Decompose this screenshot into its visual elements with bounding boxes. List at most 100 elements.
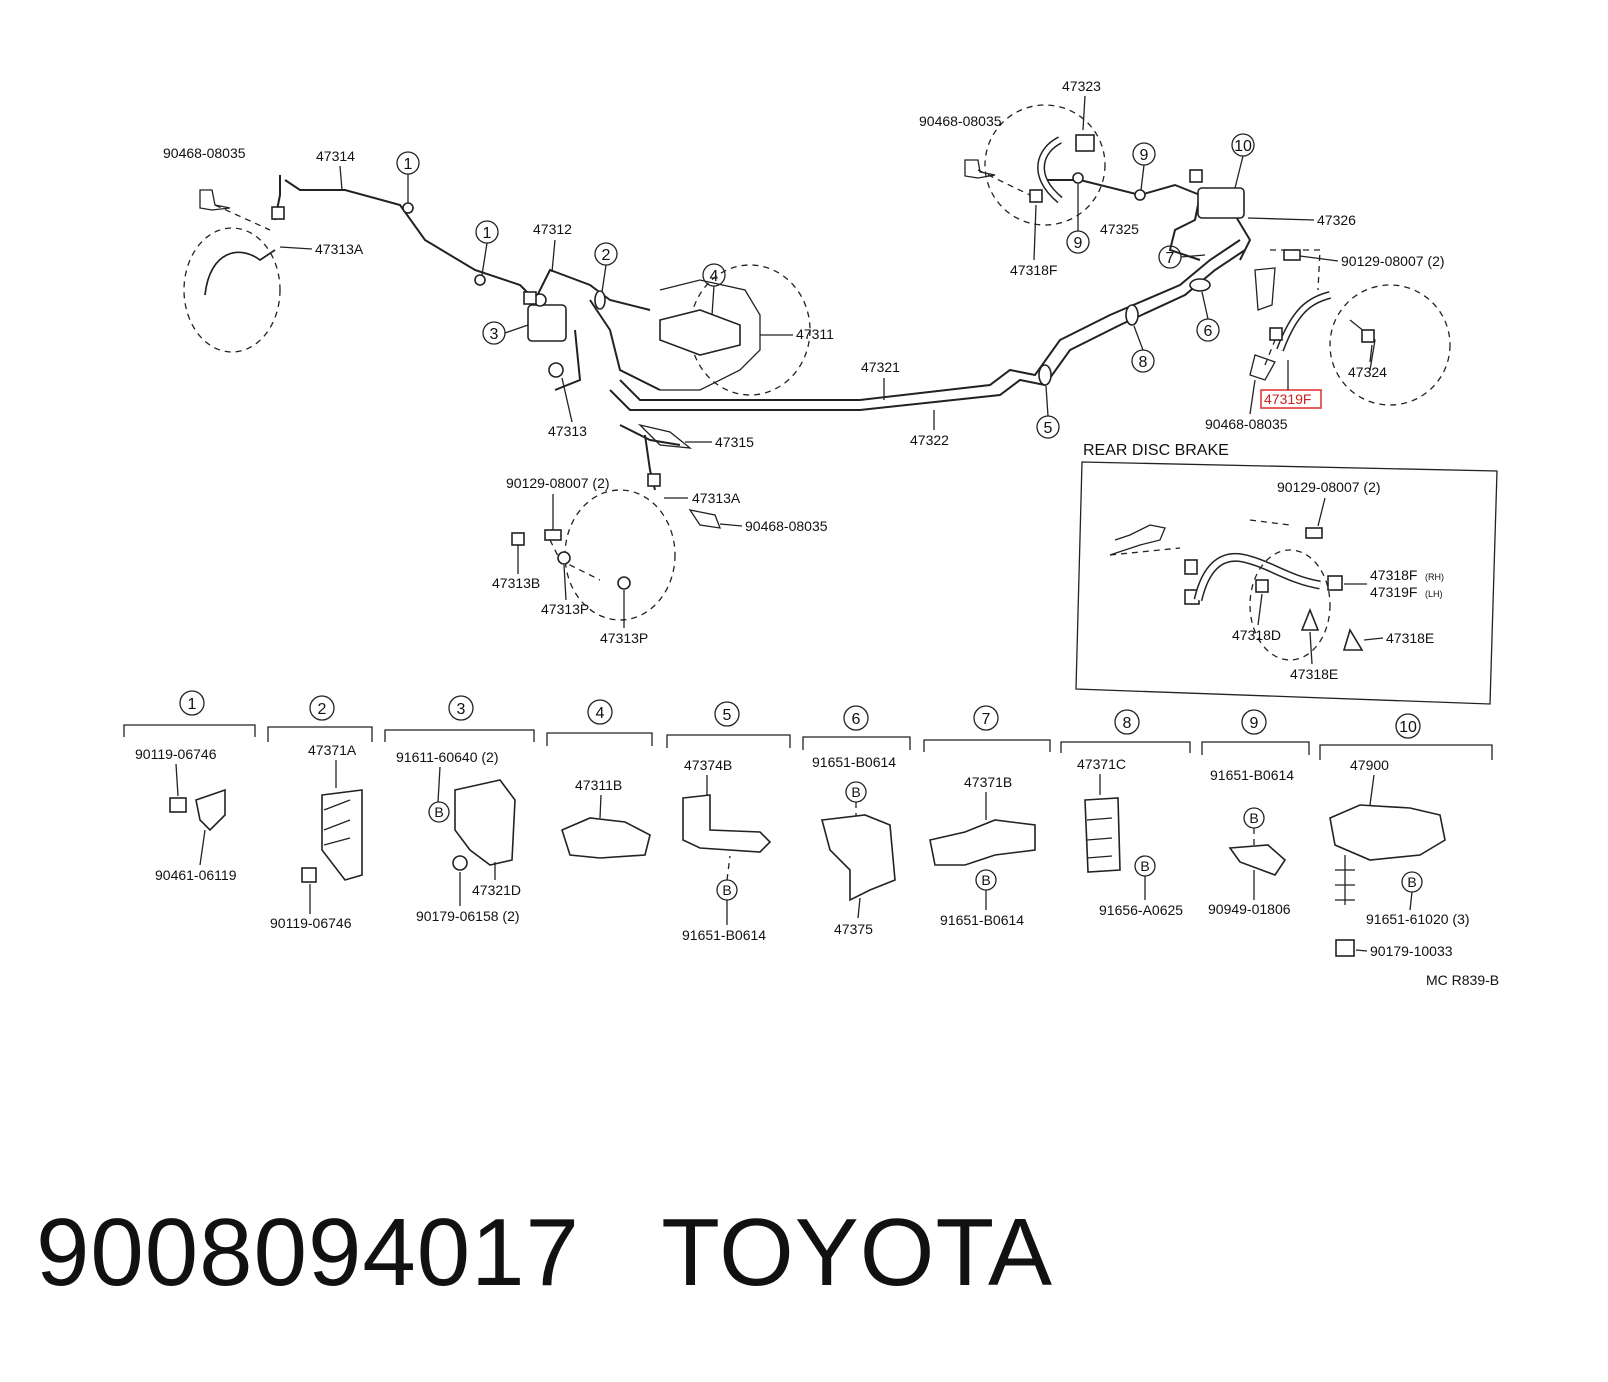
- svg-text:9: 9: [1250, 715, 1259, 732]
- bolt-marker-8: B: [1134, 855, 1156, 877]
- label-91651-B0614: 91651-B0614: [682, 927, 766, 943]
- label-47313: 47313: [548, 423, 587, 439]
- callout-sub-2: 2: [309, 695, 335, 721]
- label-91611-60640: 91611-60640 (2): [396, 749, 498, 765]
- label-47318D: 47318D: [1232, 627, 1281, 643]
- bolt-marker-10: B: [1401, 871, 1423, 893]
- label-90461-06119: 90461-06119: [155, 867, 237, 883]
- svg-text:9: 9: [1140, 147, 1149, 164]
- bolt-marker-3: B: [428, 801, 450, 823]
- label-90119-06746-2: 90119-06746: [270, 915, 352, 931]
- callout-7: 7: [1158, 245, 1182, 269]
- callout-6: 6: [1196, 318, 1220, 342]
- main-callouts: 1 1 2 3 4 5 6 7 8 9 9 10: [396, 133, 1255, 439]
- callout-sub-5: 5: [714, 701, 740, 727]
- callout-sub-3: 3: [448, 695, 474, 721]
- part-number: 9008094017: [36, 1199, 580, 1306]
- label-47313A: 47313A: [315, 241, 364, 257]
- svg-text:3: 3: [457, 701, 466, 718]
- bolt-marker-5: B: [716, 879, 738, 901]
- label-47318F-detail: 47318F: [1370, 567, 1417, 583]
- svg-text:6: 6: [852, 711, 861, 728]
- svg-text:4: 4: [710, 268, 719, 285]
- label-90129-08007: 90129-08007 (2): [506, 475, 610, 491]
- label-47319F-detail: 47319F: [1370, 584, 1417, 600]
- label-47318E-2: 47318E: [1386, 630, 1434, 646]
- callout-4: 4: [702, 263, 726, 287]
- sub-assemblies: 1 90119-06746 90461-06119 2 47371A 90119…: [123, 690, 1499, 988]
- label-90468-08035-2: 90468-08035: [745, 518, 828, 534]
- label-91656-A0625: 91656-A0625: [1099, 902, 1183, 918]
- label-lh: (LH): [1425, 589, 1443, 599]
- footer-title: 9008094017 TOYOTA: [36, 1205, 1053, 1301]
- label-47312: 47312: [533, 221, 572, 237]
- label-47311B: 47311B: [575, 777, 622, 793]
- bolt-marker-7: B: [975, 869, 997, 891]
- rear-disc-brake-detail: REAR DISC BRAKE 90129-08007 (2) 47318F (…: [1075, 442, 1498, 705]
- svg-text:10: 10: [1234, 138, 1252, 155]
- callout-2: 2: [594, 242, 618, 266]
- callout-sub-9: 9: [1241, 709, 1267, 735]
- label-47314: 47314: [316, 148, 355, 164]
- callout-sub-1: 1: [179, 690, 205, 716]
- label-47321: 47321: [861, 359, 900, 375]
- label-90119-06746: 90119-06746: [135, 746, 217, 762]
- label-47322: 47322: [910, 432, 949, 448]
- label-91651-61020: 91651-61020 (3): [1366, 911, 1470, 927]
- svg-text:B: B: [722, 882, 731, 898]
- svg-text:B: B: [851, 784, 860, 800]
- label-91651-B0614-4: 91651-B0614: [1210, 767, 1294, 783]
- svg-text:1: 1: [483, 225, 492, 242]
- label-90179-10033: 90179-10033: [1370, 943, 1453, 959]
- callout-sub-10: 10: [1395, 713, 1421, 739]
- svg-text:1: 1: [404, 156, 413, 173]
- diagram-code: MC R839-B: [1426, 972, 1499, 988]
- label-47374B: 47374B: [684, 757, 732, 773]
- svg-text:5: 5: [1044, 420, 1053, 437]
- callout-3: 3: [482, 321, 506, 345]
- label-90468-08035: 90468-08035: [163, 145, 246, 161]
- label-90468-08035-3: 90468-08035: [919, 113, 1002, 129]
- callout-sub-4: 4: [587, 699, 613, 725]
- svg-text:3: 3: [490, 326, 499, 343]
- svg-text:B: B: [981, 872, 990, 888]
- label-47311: 47311: [796, 326, 834, 342]
- svg-text:8: 8: [1123, 715, 1132, 732]
- bolt-marker-6: B: [845, 781, 867, 803]
- hoses: [199, 136, 1376, 529]
- callout-5: 5: [1036, 415, 1060, 439]
- svg-text:7: 7: [982, 711, 991, 728]
- callout-8: 8: [1131, 349, 1155, 373]
- section-title: REAR DISC BRAKE: [1083, 442, 1229, 459]
- label-90949-01806: 90949-01806: [1208, 901, 1291, 917]
- callout-9b: 9: [1066, 230, 1090, 254]
- svg-text:B: B: [1249, 810, 1258, 826]
- label-47315: 47315: [715, 434, 754, 450]
- label-90468-08035-4: 90468-08035: [1205, 416, 1288, 432]
- svg-text:8: 8: [1139, 354, 1148, 371]
- label-90129-08007-detail: 90129-08007 (2): [1277, 479, 1381, 495]
- label-91651-B0614-2: 91651-B0614: [812, 754, 896, 770]
- label-47900: 47900: [1350, 757, 1389, 773]
- label-47313P: 47313P: [541, 601, 589, 617]
- callout-9a: 9: [1132, 142, 1156, 166]
- label-47375: 47375: [834, 921, 873, 937]
- callout-1b: 1: [475, 220, 499, 244]
- label-47325: 47325: [1100, 221, 1139, 237]
- callout-sub-8: 8: [1114, 709, 1140, 735]
- label-47319F-highlighted: 47319F: [1264, 391, 1311, 407]
- label-47313A-2: 47313A: [692, 490, 741, 506]
- svg-text:B: B: [1140, 858, 1149, 874]
- label-47323: 47323: [1062, 78, 1101, 94]
- svg-text:5: 5: [723, 707, 732, 724]
- label-90129-08007-2: 90129-08007 (2): [1341, 253, 1445, 269]
- label-47318E: 47318E: [1290, 666, 1338, 682]
- svg-text:6: 6: [1204, 323, 1213, 340]
- callout-10: 10: [1231, 133, 1255, 157]
- label-47371B: 47371B: [964, 774, 1012, 790]
- svg-text:10: 10: [1399, 719, 1417, 736]
- callout-sub-7: 7: [973, 705, 999, 731]
- label-91651-B0614-3: 91651-B0614: [940, 912, 1024, 928]
- highlight-box: [1260, 389, 1322, 409]
- svg-text:1: 1: [188, 696, 197, 713]
